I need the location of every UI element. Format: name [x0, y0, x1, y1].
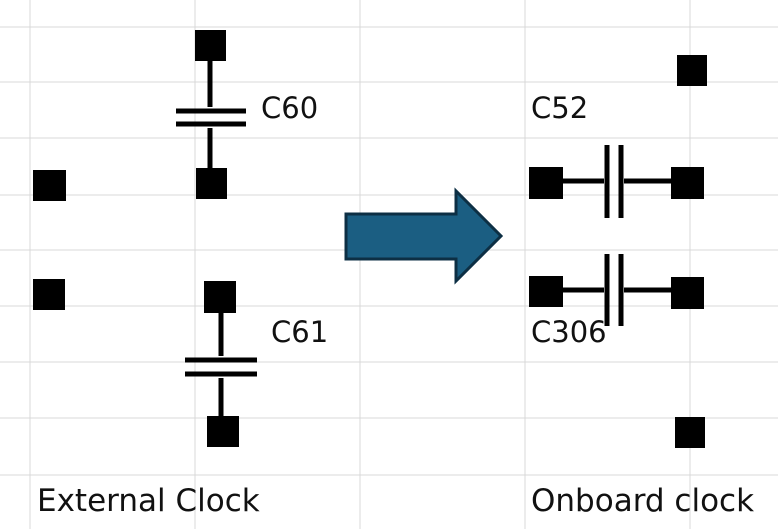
capacitor-c61: [185, 281, 257, 447]
label-c60: C60: [261, 91, 319, 125]
capacitor-c306: [529, 254, 704, 326]
right-pad-bottom: [675, 417, 705, 448]
c61-pad-top: [204, 281, 236, 313]
label-c306: C306: [531, 315, 607, 349]
left-pad-upper: [33, 170, 66, 201]
caption-onboard-clock: Onboard clock: [531, 483, 755, 519]
c52-pad-left: [529, 167, 563, 199]
label-c52: C52: [531, 91, 589, 125]
c306-pad-left: [529, 276, 563, 307]
c61-pad-bottom: [207, 416, 239, 447]
left-pad-lower: [33, 279, 65, 310]
arrow-right-icon: [344, 187, 504, 285]
c306-pad-right: [671, 277, 704, 309]
label-c61: C61: [271, 315, 329, 349]
right-pad-top: [677, 55, 707, 86]
capacitor-c60: [176, 30, 246, 199]
caption-external-clock: External Clock: [37, 483, 260, 519]
c60-pad-top: [195, 30, 226, 61]
capacitor-c52: [529, 145, 704, 218]
c52-pad-right: [671, 167, 704, 199]
c60-pad-bottom: [196, 168, 227, 199]
